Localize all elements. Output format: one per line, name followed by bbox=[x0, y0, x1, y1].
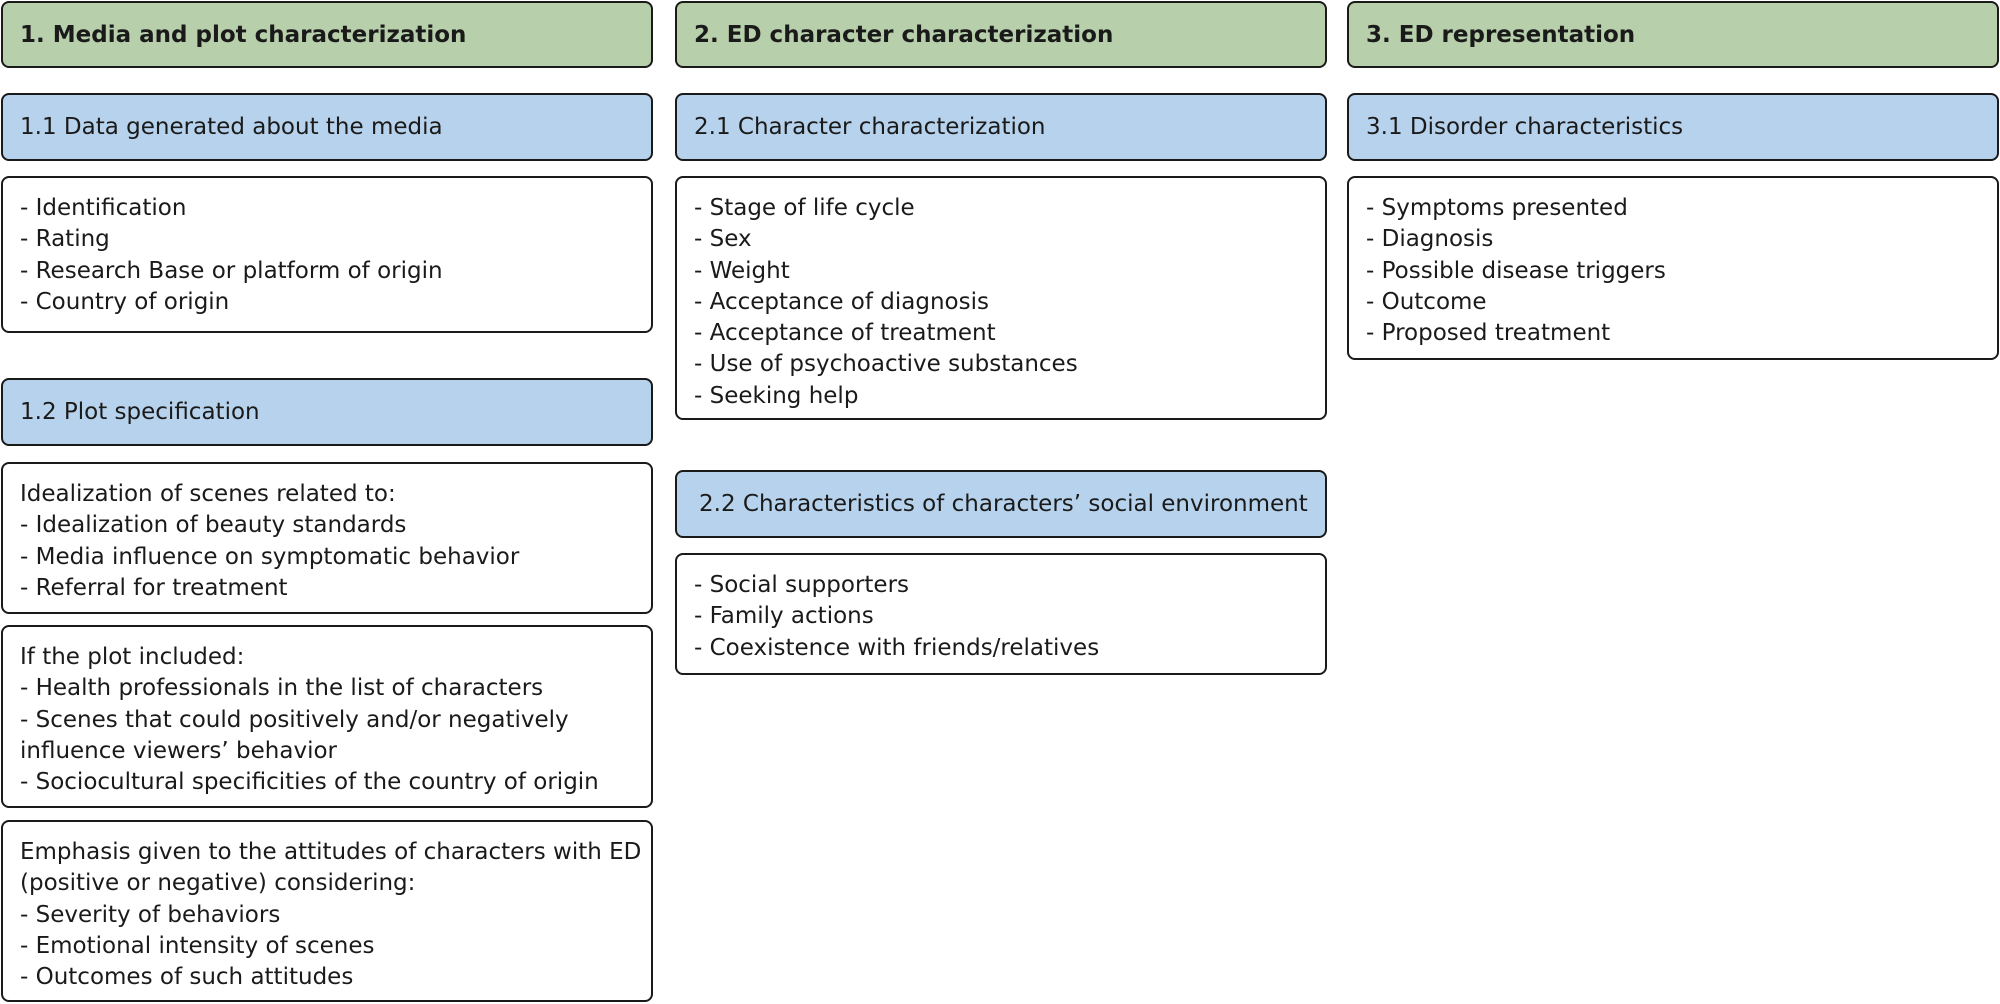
subsection-header-label: 1.2 Plot specification bbox=[20, 399, 260, 425]
subsection-header-disorder-characteristics: 3.1 Disorder characteristics bbox=[1347, 93, 1999, 161]
subsection-header-plot-specification: 1.2 Plot specification bbox=[1, 378, 653, 446]
list-item: - Country of origin bbox=[20, 288, 230, 315]
subsection-header-media-data: 1.1 Data generated about the media bbox=[1, 93, 653, 161]
section-header-media-plot: 1. Media and plot characterization bbox=[1, 1, 653, 68]
list-item: - Identification bbox=[20, 195, 187, 221]
section-header-ed-representation: 3. ED representation bbox=[1347, 1, 1999, 68]
list-item: - Sociocultural specificities of the cou… bbox=[20, 769, 599, 796]
subsection-header-label: 2.2 Characteristics of characters’ socia… bbox=[699, 491, 1308, 517]
section-header-label: 3. ED representation bbox=[1366, 21, 1636, 48]
list-item: - Diagnosis bbox=[1366, 226, 1494, 253]
plot-included-box: If the plot included: - Health professio… bbox=[1, 625, 653, 808]
list-item: - Symptoms presented bbox=[1366, 195, 1628, 221]
subsection-header-character-characterization: 2.1 Character characterization bbox=[675, 93, 1327, 161]
disorder-characteristics-list: - Symptoms presented - Diagnosis - Possi… bbox=[1347, 176, 1999, 360]
list-item: - Scenes that could positively and/or ne… bbox=[20, 706, 569, 733]
list-item: - Stage of life cycle bbox=[694, 195, 915, 221]
list-item: (positive or negative) considering: bbox=[20, 870, 416, 897]
subsection-header-label: 2.1 Character characterization bbox=[694, 114, 1046, 140]
section-header-label: 2. ED character characterization bbox=[694, 21, 1114, 48]
subsection-header-label: 1.1 Data generated about the media bbox=[20, 114, 443, 140]
list-item: - Weight bbox=[694, 257, 790, 284]
list-item: - Acceptance of diagnosis bbox=[694, 288, 989, 315]
list-item: - Severity of behaviors bbox=[20, 901, 281, 928]
list-item: - Media influence on symptomatic behavio… bbox=[20, 543, 520, 570]
list-item: If the plot included: bbox=[20, 644, 245, 670]
list-item: - Rating bbox=[20, 226, 110, 253]
media-data-list: - Identification - Rating - Research Bas… bbox=[1, 176, 653, 333]
list-item: - Possible disease triggers bbox=[1366, 257, 1666, 284]
list-item: - Health professionals in the list of ch… bbox=[20, 675, 544, 702]
list-item: - Social supporters bbox=[694, 572, 910, 598]
list-item: - Research Base or platform of origin bbox=[20, 257, 443, 284]
list-item: - Proposed treatment bbox=[1366, 320, 1611, 347]
list-item: - Sex bbox=[694, 226, 752, 253]
list-item: Idealization of scenes related to: bbox=[20, 481, 396, 507]
section-header-ed-character: 2. ED character characterization bbox=[675, 1, 1327, 68]
attitude-emphasis-box: Emphasis given to the attitudes of chara… bbox=[1, 820, 653, 1002]
character-characterization-list: - Stage of life cycle - Sex - Weight - A… bbox=[675, 176, 1327, 420]
list-item: - Family actions bbox=[694, 603, 874, 630]
list-item: - Acceptance of treatment bbox=[694, 320, 996, 347]
list-item: - Use of psychoactive substances bbox=[694, 351, 1078, 378]
list-item: Emphasis given to the attitudes of chara… bbox=[20, 839, 642, 865]
list-item: - Outcome bbox=[1366, 288, 1487, 315]
plot-idealization-box: Idealization of scenes related to: - Ide… bbox=[1, 462, 653, 614]
list-item: - Seeking help bbox=[694, 382, 859, 409]
subsection-header-label: 3.1 Disorder characteristics bbox=[1366, 114, 1684, 140]
social-environment-list: - Social supporters - Family actions - C… bbox=[675, 553, 1327, 675]
list-item: influence viewers’ behavior bbox=[20, 737, 337, 764]
list-item: - Referral for treatment bbox=[20, 574, 288, 601]
subsection-header-social-environment: 2.2 Characteristics of characters’ socia… bbox=[675, 470, 1327, 538]
list-item: - Emotional intensity of scenes bbox=[20, 932, 375, 959]
list-item: - Idealization of beauty standards bbox=[20, 512, 407, 539]
section-header-label: 1. Media and plot characterization bbox=[20, 21, 467, 48]
list-item: - Coexistence with friends/relatives bbox=[694, 634, 1100, 661]
list-item: - Outcomes of such attitudes bbox=[20, 964, 354, 991]
